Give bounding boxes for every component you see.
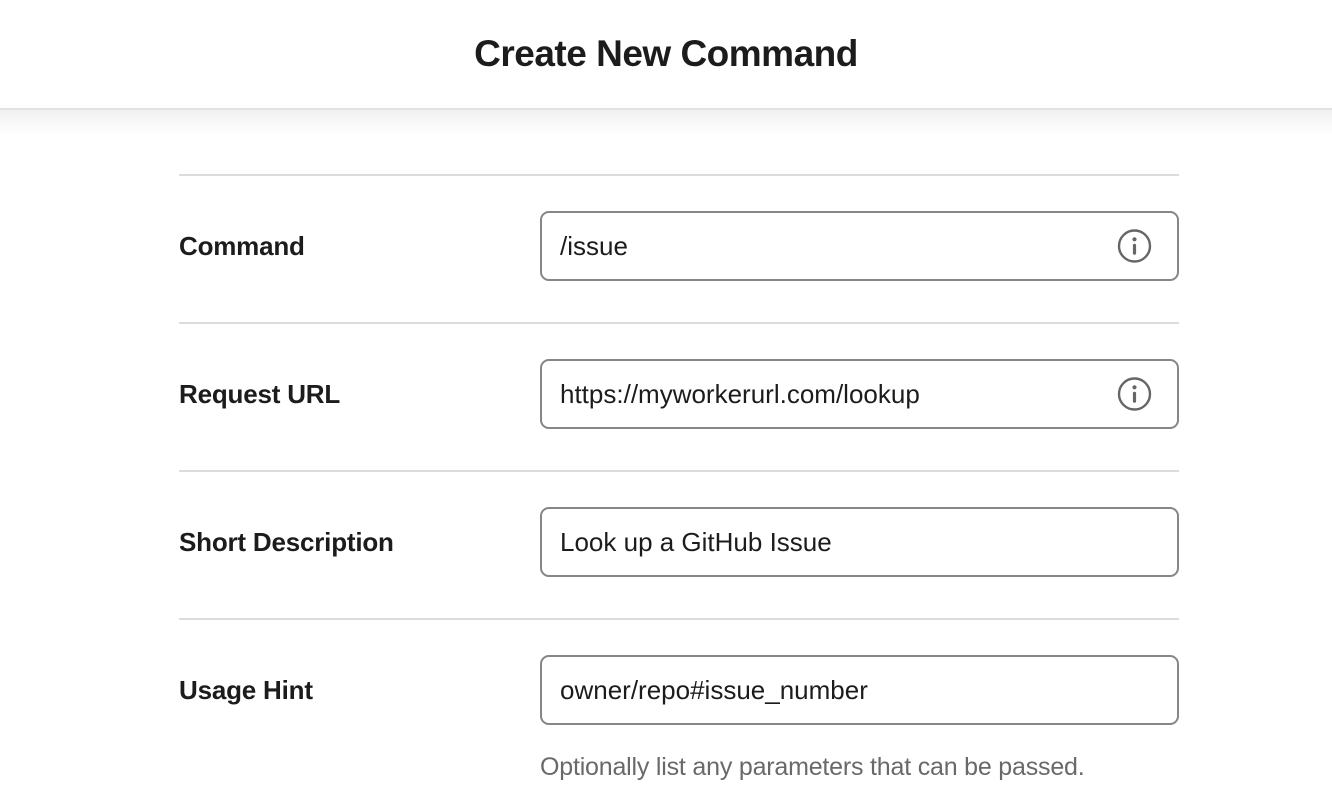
form-row-command: Command bbox=[179, 174, 1179, 322]
usage-hint-help-text: Optionally list any parameters that can … bbox=[540, 753, 1085, 781]
page-title: Create New Command bbox=[474, 33, 858, 74]
command-label: Command bbox=[179, 231, 305, 261]
command-input[interactable] bbox=[540, 211, 1179, 281]
short-description-input[interactable] bbox=[540, 507, 1179, 577]
short-description-label: Short Description bbox=[179, 527, 394, 557]
create-command-form: Command Request URL bbox=[179, 174, 1179, 782]
info-icon[interactable] bbox=[1117, 377, 1152, 412]
info-icon[interactable] bbox=[1117, 229, 1152, 264]
request-url-input[interactable] bbox=[540, 359, 1179, 429]
page-header: Create New Command bbox=[0, 0, 1332, 110]
form-row-request-url: Request URL bbox=[179, 322, 1179, 470]
request-url-label: Request URL bbox=[179, 379, 341, 409]
usage-hint-label: Usage Hint bbox=[179, 675, 313, 705]
form-row-usage-hint: Usage Hint Optionally list any parameter… bbox=[179, 618, 1179, 782]
form-row-short-description: Short Description bbox=[179, 470, 1179, 618]
header-shadow bbox=[0, 110, 1332, 136]
usage-hint-input[interactable] bbox=[540, 655, 1179, 725]
